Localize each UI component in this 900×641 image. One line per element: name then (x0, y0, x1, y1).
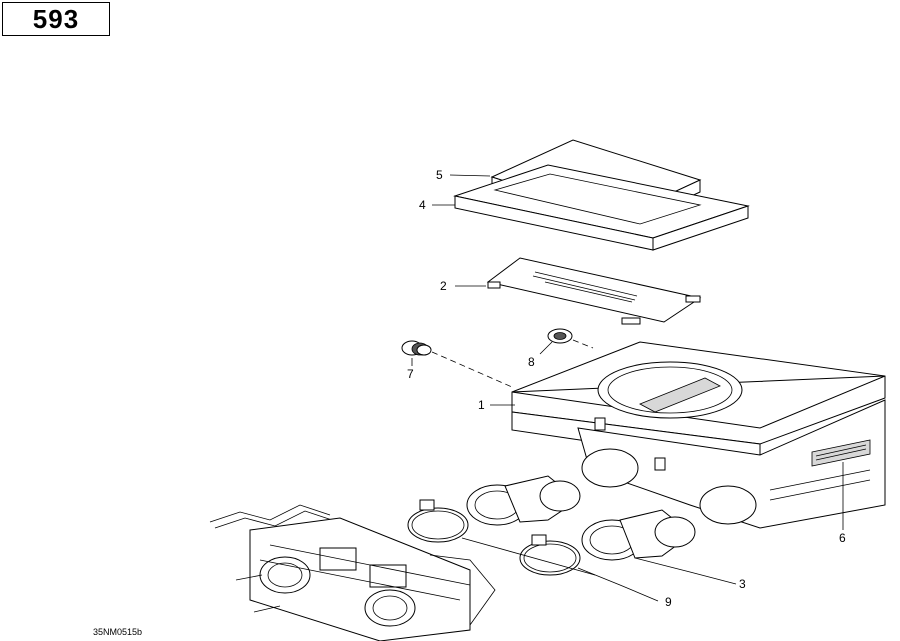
part-3-adaptor-lower[interactable] (581, 509, 696, 561)
part-3-adaptor-upper[interactable] (466, 475, 581, 526)
leader-3 (634, 557, 737, 585)
callout-5: 5 (436, 168, 443, 182)
leader-9b (461, 537, 596, 576)
callout-2: 2 (440, 279, 447, 293)
callout-3: 3 (739, 577, 746, 591)
callout-7: 7 (407, 367, 414, 381)
callout-8: 8 (528, 355, 535, 369)
callout-9: 9 (665, 595, 672, 609)
part-6-decal[interactable] (811, 439, 871, 467)
part-9-clamp-upper[interactable] (407, 499, 469, 543)
part-4-filter-frame[interactable] (453, 164, 750, 251)
part-9-clamp-lower[interactable] (519, 534, 581, 576)
leader-5 (449, 174, 491, 177)
callout-4: 4 (419, 198, 426, 212)
part-7-grommet[interactable] (401, 340, 432, 356)
part-2-retainer-plate[interactable] (486, 257, 702, 325)
part-1-air-silencer[interactable] (511, 341, 886, 529)
callout-6: 6 (839, 531, 846, 545)
leader-8 (539, 341, 553, 355)
callout-1: 1 (478, 398, 485, 412)
part-8-grommet[interactable] (547, 328, 573, 344)
leader-9 (577, 567, 659, 602)
drawing-code: 35NM0515b (93, 627, 143, 637)
page-number-box: 593 (2, 2, 110, 36)
page-number: 593 (32, 3, 80, 34)
carburetor-assembly (209, 504, 496, 641)
